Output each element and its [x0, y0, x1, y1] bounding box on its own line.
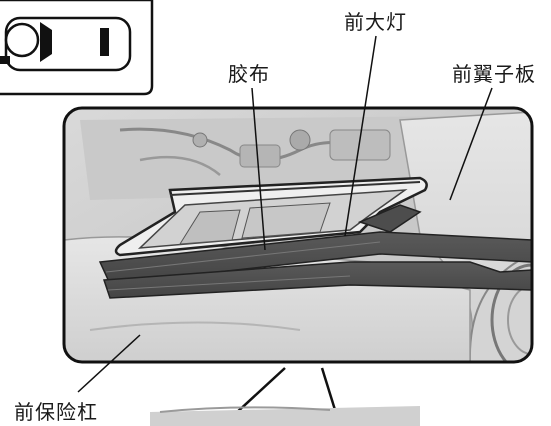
headlight-leader-line	[344, 35, 377, 237]
fender-leader-line	[449, 87, 493, 201]
next-view-edge	[150, 406, 420, 426]
next-view-detail	[159, 406, 331, 413]
label-headlight: 前大灯	[344, 10, 407, 34]
label-bumper: 前保险杠	[14, 400, 98, 424]
illustration-frame	[62, 106, 534, 364]
car-location-inset	[0, 0, 154, 96]
tape-leader-line	[251, 87, 266, 251]
headlight-illustration	[64, 108, 532, 362]
label-tape: 胶布	[228, 62, 270, 86]
bumper-leader-line	[77, 334, 141, 393]
label-fender: 前翼子板	[452, 62, 536, 86]
